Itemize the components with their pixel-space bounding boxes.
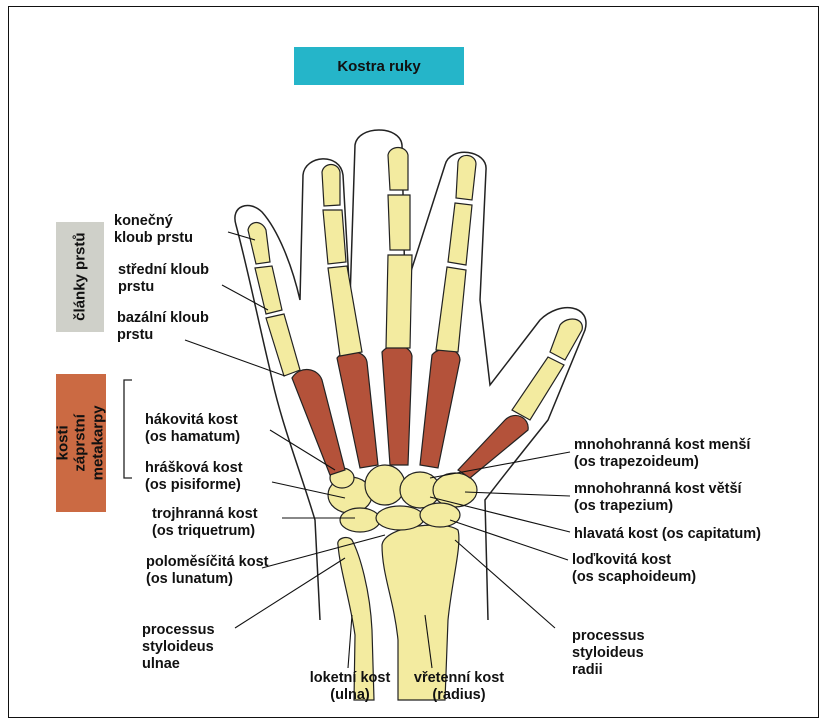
label-line: (os triquetrum) [152,523,258,540]
leader-lines [185,232,570,668]
label-capitatum: hlavatá kost (os capitatum) [574,526,761,543]
label-line: mnohohranná kost menší [574,437,750,454]
label-line: (radius) [404,687,514,704]
label-distal-joint: konečný kloub prstu [114,213,193,247]
label-line: (os lunatum) [146,571,268,588]
label-ulna: loketní kost (ulna) [300,670,400,704]
side-label-metacarpals-text: kosti záprstní metakarpy [55,405,107,480]
label-line: prstu [118,279,209,296]
label-line: processus [142,622,215,639]
label-line: ulnae [142,656,215,673]
label-line: loďkovitá kost [572,552,696,569]
label-line: střední kloub [118,262,209,279]
label-line: prstu [117,327,209,344]
label-line: mnohohranná kost větší [574,481,742,498]
label-line: hrášková kost [145,460,243,477]
side-label-phalanges: články prstů [56,222,104,332]
label-middle-joint: střední kloub prstu [118,262,209,296]
label-basal-joint: bazální kloub prstu [117,310,209,344]
label-line: (os scaphoideum) [572,569,696,586]
label-line: styloideus [142,639,215,656]
label-triquetrum: trojhranná kost (os triquetrum) [152,506,258,540]
label-line: hákovitá kost [145,412,240,429]
label-line: bazální kloub [117,310,209,327]
metacarpal-bracket [124,380,132,478]
label-trapezoideum: mnohohranná kost menší (os trapezoideum) [574,437,750,471]
label-styloid-ulnae: processus styloideus ulnae [142,622,215,673]
label-line: (os trapezium) [574,498,742,515]
label-line: hlavatá kost (os capitatum) [574,526,761,543]
label-pisiforme: hrášková kost (os pisiforme) [145,460,243,494]
label-hamatum: hákovitá kost (os hamatum) [145,412,240,446]
label-trapezium: mnohohranná kost větší (os trapezium) [574,481,742,515]
label-line: vřetenní kost [404,670,514,687]
label-scaphoideum: loďkovitá kost (os scaphoideum) [572,552,696,586]
label-radius: vřetenní kost (radius) [404,670,514,704]
metacarpal-bones [292,346,528,478]
label-line: loketní kost [300,670,400,687]
side-label-phalanges-text: články prstů [71,233,88,321]
label-line: radii [572,662,645,679]
label-line: poloměsíčitá kost [146,554,268,571]
side-label-metacarpals: kosti záprstní metakarpy [56,374,106,512]
label-line: processus [572,628,645,645]
label-line: (ulna) [300,687,400,704]
figure-title: Kostra ruky [294,47,464,85]
label-line: (os pisiforme) [145,477,243,494]
label-line: (os hamatum) [145,429,240,446]
label-line: konečný [114,213,193,230]
label-line: styloideus [572,645,645,662]
label-line: kloub prstu [114,230,193,247]
label-styloid-radii: processus styloideus radii [572,628,645,679]
label-line: (os trapezoideum) [574,454,750,471]
label-line: trojhranná kost [152,506,258,523]
label-lunatum: poloměsíčitá kost (os lunatum) [146,554,268,588]
